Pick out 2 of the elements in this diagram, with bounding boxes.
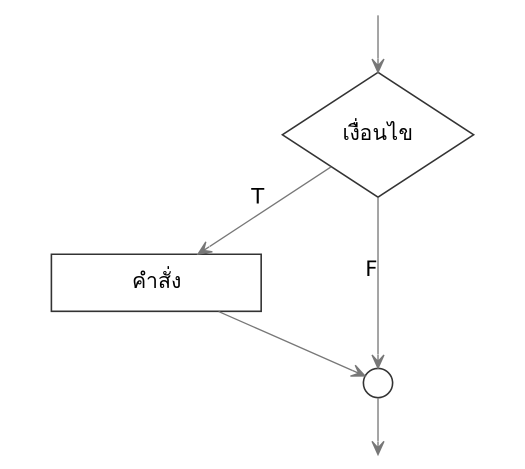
edge-label: T — [251, 184, 264, 210]
edge-label: F — [365, 256, 378, 282]
